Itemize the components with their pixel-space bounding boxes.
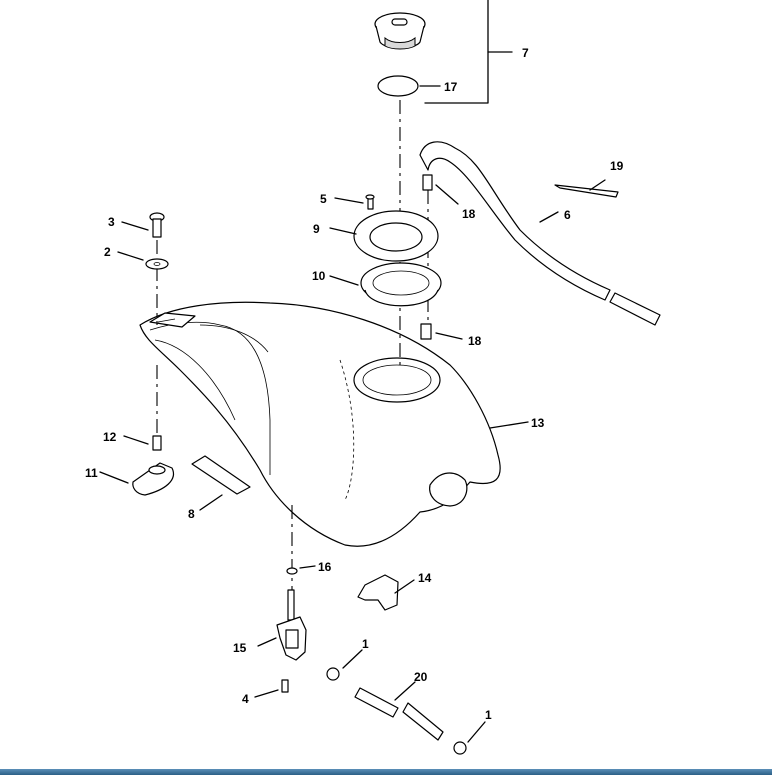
callout-1-upper: 1: [362, 637, 369, 651]
callout-2: 2: [104, 245, 111, 259]
callout-8: 8: [188, 507, 195, 521]
callout-12: 12: [103, 430, 117, 444]
callout-11: 11: [85, 466, 98, 480]
callout-16: 16: [318, 560, 332, 574]
callout-20: 20: [414, 670, 428, 684]
callout-5: 5: [320, 192, 327, 206]
filler-neck-flange: [360, 262, 442, 307]
callout-19: 19: [610, 159, 624, 173]
callout-1-lower: 1: [485, 708, 492, 722]
callout-6: 6: [564, 208, 571, 222]
callout-10: 10: [312, 269, 326, 283]
mounting-ring: [353, 210, 439, 262]
fuel-tank: [139, 301, 501, 547]
callout-18-lower: 18: [468, 334, 482, 348]
bolt: [149, 212, 165, 238]
callout-17: 17: [444, 80, 458, 94]
callout-18-upper: 18: [462, 207, 476, 221]
callout-9: 9: [313, 222, 320, 236]
screw: [365, 194, 375, 210]
callout-3: 3: [108, 215, 115, 229]
callout-4: 4: [242, 692, 249, 706]
filler-cap: [374, 12, 426, 50]
callout-14: 14: [418, 571, 432, 585]
callout-7: 7: [522, 46, 529, 60]
callout-13: 13: [531, 416, 545, 430]
fuel-petcock: [276, 589, 307, 661]
callout-15: 15: [233, 641, 247, 655]
bottom-bar: [0, 769, 772, 775]
